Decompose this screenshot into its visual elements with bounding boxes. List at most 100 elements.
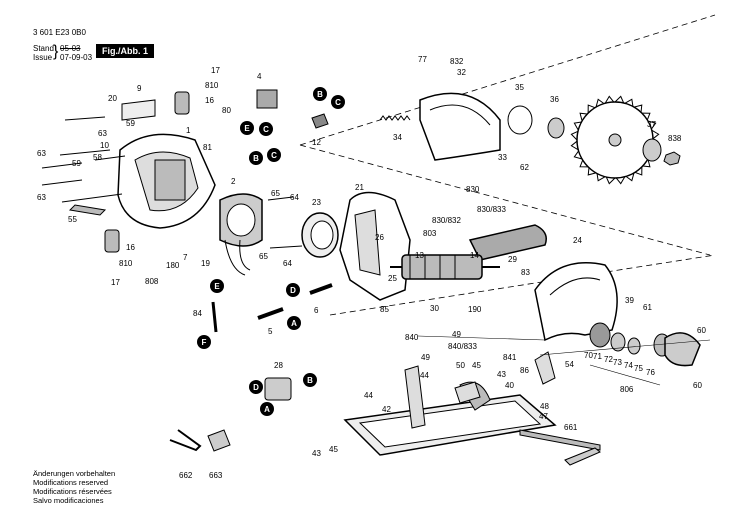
part-number-label: 85 [380,305,389,314]
reference-marker: E [240,121,254,135]
reference-marker: D [286,283,300,297]
blade-tooth [625,172,635,182]
part-number-label: 830/832 [432,216,461,225]
part-number-label: 10 [100,141,109,150]
part-number-label: 16 [126,243,135,252]
stand-label: Stand [33,44,54,53]
part-number-label: 63 [37,149,46,158]
part-number-label: 663 [209,471,223,480]
blade-tooth [595,98,605,108]
footer-line: Änderungen vorbehalten [33,469,116,478]
blade-tooth [573,121,582,131]
marker-letter: E [244,124,250,133]
part-number-label: 62 [520,163,529,172]
part-number-label: 30 [430,304,439,313]
marker-circle [197,335,211,349]
part-number-label: 72 [604,355,613,364]
part-number-label: 21 [355,183,364,192]
blade-tooth [596,173,606,182]
part-number-label: 35 [515,83,524,92]
part-number-label: 12 [312,138,321,147]
part-number-label: 810 [119,259,133,268]
footer-line: Modifications réservées [33,487,112,496]
part-number-label: 65 [271,189,280,198]
part-number-label: 32 [457,68,466,77]
part-number-label: 77 [418,55,427,64]
part-number-label: 830/833 [477,205,506,214]
part-number-label: 47 [539,412,548,421]
blade-tooth [624,98,634,107]
marker-circle [313,87,327,101]
part-number-label: 71 [593,352,602,361]
blade-tooth [641,112,651,121]
blade-tooth [634,166,643,176]
part-number-label: 28 [274,361,283,370]
part-number-label: 58 [93,153,102,162]
blade-tooth [573,150,583,160]
blade-tooth [647,120,657,130]
marker-letter: D [290,286,296,295]
blade-tooth [604,95,615,104]
part-number-label: 61 [643,303,652,312]
part-number-label: 806 [620,385,634,394]
part-number-label: 65 [259,252,268,261]
reference-marker: B [303,373,317,387]
marker-circle [287,316,301,330]
marker-circle [259,122,273,136]
part-number-label: 24 [573,236,582,245]
part-number-label: 60 [693,381,702,390]
part-number-label: 45 [472,361,481,370]
part-number-label: 86 [520,366,529,375]
part-number-label: 70 [584,351,593,360]
reference-marker: D [249,380,263,394]
part-number-label: 84 [193,309,202,318]
reference-marker: C [267,148,281,162]
blade-tooth [579,159,589,168]
part-number-label: 830 [466,185,480,194]
marker-circle [249,380,263,394]
part-number-label: 64 [290,193,299,202]
part-number-label: 36 [550,95,559,104]
part-number-label: 23 [312,198,321,207]
part-number-label: 74 [624,361,633,370]
part-number-label: 808 [145,277,159,286]
blade-tooth [642,158,651,168]
marker-letter: B [317,90,323,99]
blade-tooth [615,176,626,185]
part-number-label: 810 [205,81,219,90]
part-number-label: 44 [420,371,429,380]
part-number-label: 49 [421,353,430,362]
marker-circle [303,373,317,387]
blade-tooth [614,95,625,104]
issue-label: Issue [33,53,53,62]
reference-marker: A [287,316,301,330]
blade-tooth [570,140,579,151]
part-number-label: 54 [565,360,574,369]
part-number-label: 17 [111,278,120,287]
issue-value: 07-09-03 [60,53,93,62]
part-number-label: 840 [405,333,419,342]
part-number-label: 2 [231,177,236,186]
marker-circle [260,402,274,416]
part-number-label: 50 [456,361,465,370]
part-number-label: 838 [668,134,682,143]
blade-tooth [570,130,579,141]
blade-tooth [587,104,596,114]
part-number-label: 55 [68,215,77,224]
figure-label: Fig./Abb. 1 [96,44,154,58]
part-number-label: 6 [314,306,319,315]
brace-symbol: } [53,43,59,60]
part-number-label: 180 [166,261,180,270]
reference-marker: C [331,95,345,109]
marker-letter: C [335,98,341,107]
part-number-label: 44 [364,391,373,400]
part-number-label: 840/833 [448,342,477,351]
footer-line: Modifications reserved [33,478,109,487]
part-number-label: 661 [564,423,578,432]
blade-tooth [633,104,643,113]
part-number-label: 20 [108,94,117,103]
part-number-label: 63 [98,129,107,138]
part-number-label: 43 [497,370,506,379]
blade-tooth [605,176,616,185]
